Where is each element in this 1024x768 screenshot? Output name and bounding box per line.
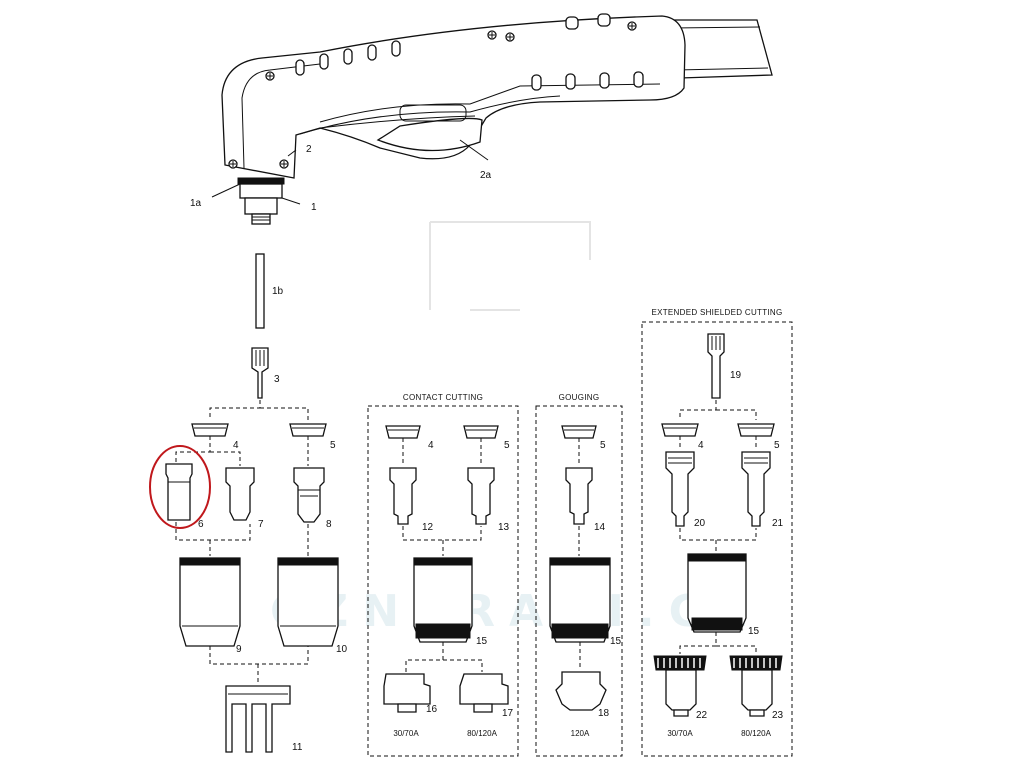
- amp-ext-22: 30/70A: [667, 729, 693, 738]
- label-contact-12: 12: [422, 522, 434, 533]
- extended-shielded-box: [641, 321, 793, 757]
- contact-cutting-parts: [383, 425, 509, 713]
- grip-slots: [295, 13, 644, 91]
- tip-8: [293, 467, 325, 523]
- label-ext-23: 23: [772, 710, 784, 721]
- label-ext-20: 20: [694, 518, 706, 529]
- label-part-1a: 1a: [190, 198, 202, 209]
- torch-body: [221, 13, 773, 225]
- scan-artifact: [429, 221, 591, 311]
- label-ext-21: 21: [772, 518, 784, 529]
- amp-ext-23: 80/120A: [741, 729, 771, 738]
- electrode-6: [165, 463, 193, 521]
- amp-gouging-18: 120A: [571, 729, 590, 738]
- label-part-7: 7: [258, 519, 264, 530]
- trigger: [376, 117, 483, 152]
- shield-cup-10: [277, 557, 339, 647]
- amperage-captions: 30/70A 80/120A 120A 30/70A 80/120A: [393, 729, 771, 738]
- standoff-guide-11: [225, 685, 291, 753]
- highlight-circle: [149, 445, 211, 529]
- amp-contact-17: 80/120A: [467, 729, 497, 738]
- label-part-8: 8: [326, 519, 332, 530]
- label-contact-15: 15: [476, 636, 488, 647]
- swirl-ring-4: [191, 423, 229, 437]
- amp-contact-16: 30/70A: [393, 729, 419, 738]
- swirl-ring-5: [289, 423, 327, 437]
- label-gouging-15: 15: [610, 636, 622, 647]
- label-ext-15: 15: [748, 626, 760, 637]
- label-ext-19: 19: [730, 370, 742, 381]
- section-title-gouging: GOUGING: [559, 393, 600, 402]
- part-1b-rod: [255, 253, 265, 329]
- label-part-1b: 1b: [272, 286, 284, 297]
- gouging-box: [535, 405, 623, 757]
- handle-outline: [221, 15, 686, 179]
- contact-cutting-box: [367, 405, 519, 757]
- label-gouging-18: 18: [598, 708, 610, 719]
- part-1a-ring: [237, 177, 285, 185]
- label-part-4: 4: [233, 440, 239, 451]
- label-gouging-5: 5: [600, 440, 606, 451]
- screws: [228, 21, 637, 169]
- label-contact-13: 13: [498, 522, 510, 533]
- part-labels: 2 2a 1a 1 1b 3 4 5 6 7 8 9 10 11 4 5 12 …: [190, 144, 784, 753]
- label-part-5: 5: [330, 440, 336, 451]
- label-gouging-14: 14: [594, 522, 606, 533]
- label-contact-16: 16: [426, 704, 438, 715]
- label-contact-17: 17: [502, 708, 514, 719]
- watermark: CZNARADI.CZ: [270, 586, 761, 637]
- label-part-3: 3: [274, 374, 280, 385]
- label-part-6: 6: [198, 519, 204, 530]
- section-title-contact-cutting: CONTACT CUTTING: [403, 393, 483, 402]
- label-ext-22: 22: [696, 710, 708, 721]
- section-title-extended-shielded-cutting: EXTENDED SHIELDED CUTTING: [651, 308, 782, 317]
- part-3: [251, 347, 269, 399]
- part-1-head: [239, 183, 283, 199]
- label-ext-5: 5: [774, 440, 780, 451]
- gouging-parts: [549, 425, 611, 711]
- label-contact-5: 5: [504, 440, 510, 451]
- label-part-2: 2: [306, 144, 312, 155]
- extended-parts: [653, 333, 783, 717]
- label-part-9: 9: [236, 644, 242, 655]
- label-ext-4: 4: [698, 440, 704, 451]
- shield-cup-9: [179, 557, 241, 647]
- label-contact-4: 4: [428, 440, 434, 451]
- tip-7: [225, 467, 255, 521]
- leader-lines: [211, 139, 489, 205]
- label-part-10: 10: [336, 644, 348, 655]
- label-part-11: 11: [292, 742, 303, 753]
- label-part-2a: 2a: [480, 170, 492, 181]
- label-part-1: 1: [311, 202, 317, 213]
- main-assembly: [165, 400, 339, 753]
